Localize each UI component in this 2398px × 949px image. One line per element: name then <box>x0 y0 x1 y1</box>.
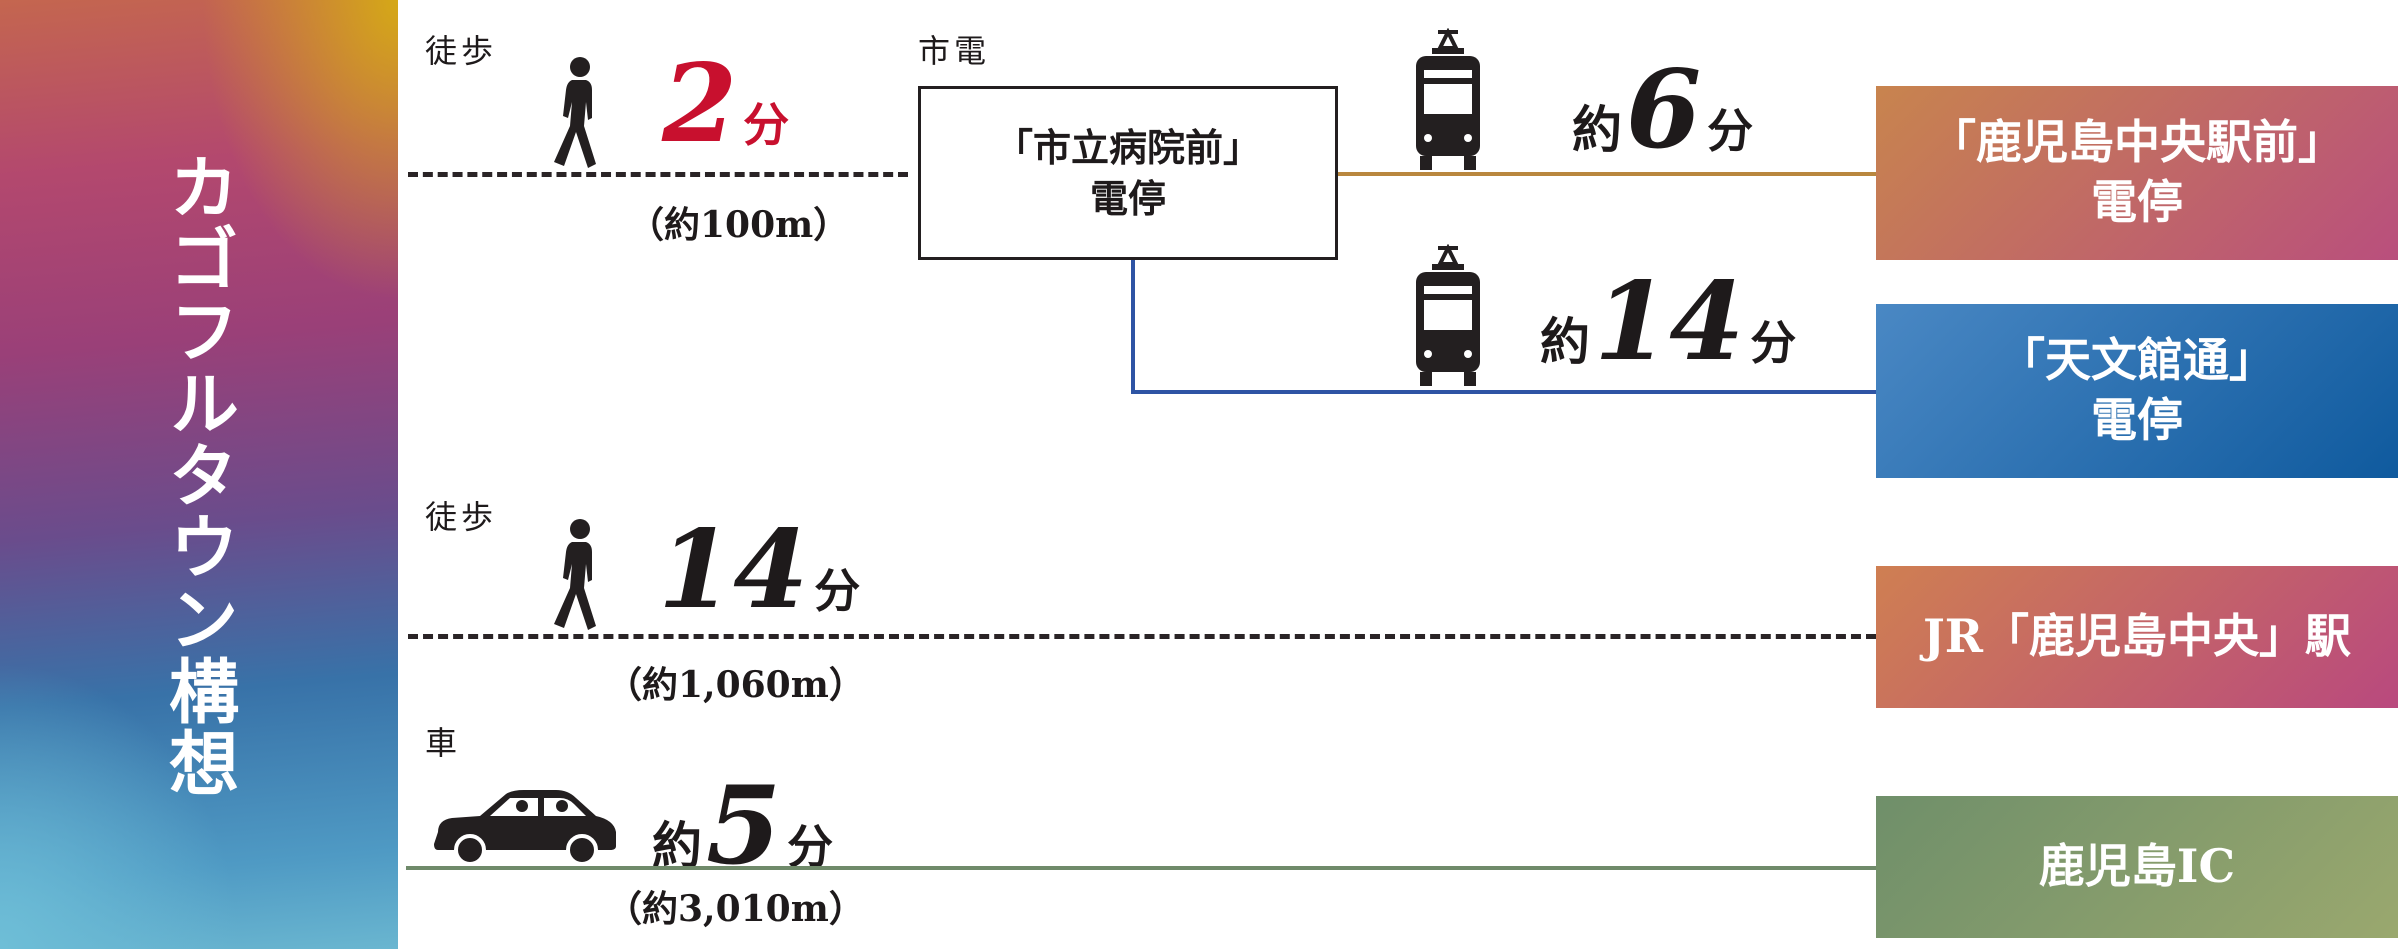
destination-name: 鹿児島IC <box>2038 839 2236 894</box>
car-time: 約 5 分 <box>652 772 833 880</box>
destination-name: JR「鹿児島中央」駅 <box>1923 609 2351 664</box>
destination-suffix: 電停 <box>2091 175 2183 229</box>
destination-kagoshima-chuo-ekimae: 「鹿児島中央駅前」 電停 <box>1876 86 2398 260</box>
destination-name: 「鹿児島中央駅前」 <box>1930 115 2344 170</box>
destination-name: 「天文館通」 <box>1999 333 2275 388</box>
mode-label-walk: 徒歩 <box>425 498 498 536</box>
tram-time-1-unit: 分 <box>1707 104 1754 158</box>
walk-time-number: 2 <box>662 41 738 167</box>
title-banner <box>0 0 398 949</box>
tram-line-to-chuo <box>1338 172 1876 176</box>
tram-time-2-prefix: 約 <box>1540 312 1590 371</box>
tram-time-1-prefix: 約 <box>1572 100 1622 159</box>
destination-suffix: 電停 <box>2091 393 2183 447</box>
car-icon <box>434 790 616 866</box>
car-time-unit: 分 <box>787 820 834 874</box>
walk-time-2-number: 14 <box>658 507 809 633</box>
destination-tenmonkan: 「天文館通」 電停 <box>1876 304 2398 478</box>
mode-label-car: 車 <box>425 724 462 762</box>
tram-time-2-number: 14 <box>1594 259 1745 385</box>
walk-route-line-2 <box>408 634 1876 639</box>
car-time-prefix: 約 <box>652 816 702 875</box>
car-route-line <box>406 866 1876 870</box>
mode-label-tram: 市電 <box>918 32 991 70</box>
car-time-number: 5 <box>706 763 782 889</box>
walking-person-icon <box>554 57 596 168</box>
tram-time-2: 約 14 分 <box>1540 268 1796 376</box>
tram-stop-box: 「市立病院前」 電停 <box>918 86 1338 260</box>
walk-time-1: 2 分 <box>662 50 789 158</box>
tram-time-1: 約 6 分 <box>1572 56 1753 164</box>
walk-route-line-1 <box>408 172 908 177</box>
walk-time-2: 14 分 <box>658 516 860 624</box>
walk-distance-1: （約100m） <box>628 204 850 246</box>
tram-time-1-number: 6 <box>1626 47 1702 173</box>
banner-title: カゴフルタウン構想 <box>0 0 398 949</box>
mode-label-walk: 徒歩 <box>425 32 498 70</box>
tram-stop-suffix: 電停 <box>1089 176 1166 221</box>
banner-title-text: カゴフルタウン構想 <box>157 150 241 799</box>
destination-jr-kagoshima-chuo: JR「鹿児島中央」駅 <box>1876 566 2398 708</box>
tram-icon <box>1416 244 1480 386</box>
tram-line-to-tenmonkan <box>1131 390 1876 394</box>
walking-person-icon <box>554 519 596 630</box>
tram-line-branch <box>1131 260 1135 394</box>
tram-icon <box>1416 28 1480 170</box>
tram-stop-name: 「市立病院前」 <box>994 124 1261 170</box>
walk-time-unit: 分 <box>743 98 790 152</box>
walk-time-2-unit: 分 <box>814 564 861 618</box>
tram-time-2-unit: 分 <box>1750 316 1797 370</box>
car-distance: （約3,010m） <box>606 888 865 930</box>
walk-distance-2: （約1,060m） <box>606 664 865 706</box>
destination-kagoshima-ic: 鹿児島IC <box>1876 796 2398 938</box>
